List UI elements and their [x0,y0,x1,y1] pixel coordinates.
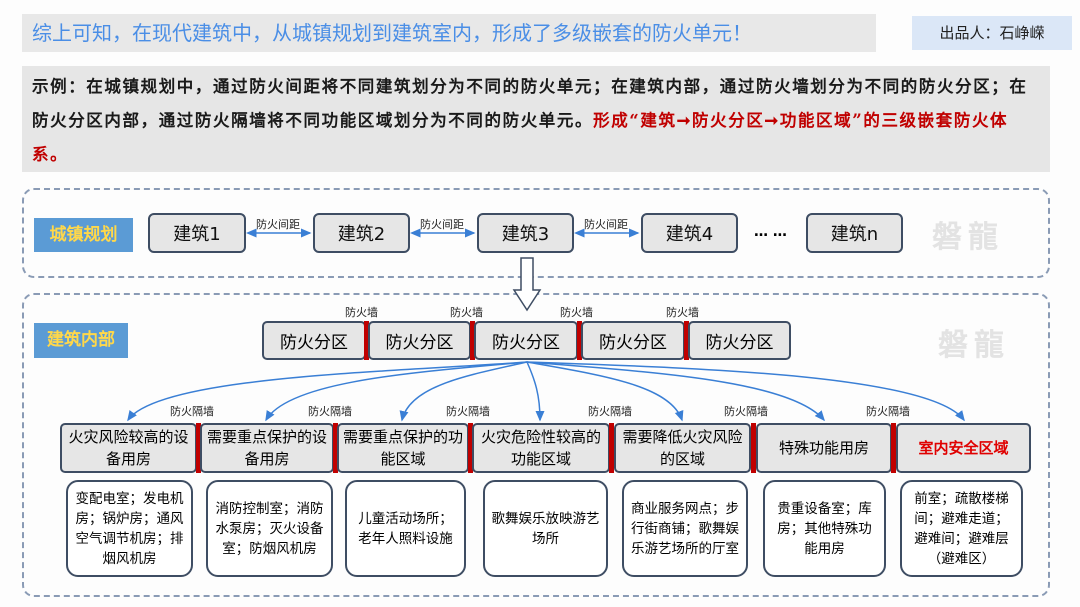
partition-separator [333,423,338,473]
spacing-label: 防火间距 [420,218,464,231]
firewall-separator [684,321,689,360]
building-node: 建筑4 [641,213,738,253]
ellipsis: … … [754,224,787,240]
function-area: 需要降低火灾风险的区域 [614,423,751,473]
function-detail: 歌舞娱乐放映游艺场所 [483,480,608,577]
firewall-separator [470,321,475,360]
partition-separator [609,423,614,473]
function-area-safe-zone: 室内安全区域 [896,423,1031,473]
partition-label: 防火隔墙 [446,405,490,418]
watermark: 磐龍 [932,220,1004,255]
function-area: 需要重点保护的设备用房 [200,423,334,473]
function-detail: 变配电室；发电机房；锅炉房；通风空气调节机房；排烟风机房 [66,480,193,577]
function-area: 火灾风险较高的设备用房 [60,423,197,473]
partition-separator [196,423,201,473]
example-highlight: 形成“建筑➞防火分区➞功能区域”的三级嵌套防火体系。 [32,111,1009,164]
partition-separator [751,423,756,473]
watermark: 磐龍 [938,328,1010,363]
function-detail: 儿童活动场所；老年人照料设施 [345,480,466,577]
fire-compartment: 防火分区 [368,321,471,360]
firewall-label: 防火墙 [666,306,699,319]
function-detail: 前室；疏散楼梯间；避难走道；避难间；避难层（避难区） [900,480,1023,577]
fire-compartment: 防火分区 [688,321,791,360]
function-detail: 贵重设备室；库房；其他特殊功能用房 [763,480,886,577]
partition-label: 防火隔墙 [588,405,632,418]
spacing-label: 防火间距 [256,218,300,231]
firewall-separator [364,321,369,360]
function-detail: 商业服务网点；步行街商铺；歌舞娱乐游艺场所的厅室 [622,480,748,577]
partition-separator [468,423,473,473]
example-box: 示例：在城镇规划中，通过防火间距将不同建筑划分为不同的防火单元；在建筑内部，通过… [22,66,1050,172]
down-arrow-icon [512,257,542,312]
firewall-label: 防火墙 [560,306,593,319]
building-node: 建筑n [806,213,903,253]
author-badge: 出品人：石峥嵘 [912,16,1072,50]
spacing-label: 防火间距 [584,218,628,231]
partition-label: 防火隔墙 [170,405,214,418]
function-area: 需要重点保护的功能区域 [337,423,469,473]
fire-compartment: 防火分区 [262,321,366,360]
firewall-label: 防火墙 [345,306,378,319]
slide-title: 综上可知，在现代建筑中，从城镇规划到建筑室内，形成了多级嵌套的防火单元！ [22,14,876,52]
example-text: 示例：在城镇规划中，通过防火间距将不同建筑划分为不同的防火单元；在建筑内部，通过… [32,77,1028,130]
building-interior-label: 建筑内部 [34,323,128,358]
function-area: 火灾危险性较高的功能区域 [472,423,610,473]
fire-compartment: 防火分区 [474,321,578,360]
partition-separator [891,423,896,473]
fire-compartment: 防火分区 [581,321,685,360]
partition-label: 防火隔墙 [724,405,768,418]
firewall-separator [577,321,582,360]
partition-label: 防火隔墙 [866,405,910,418]
partition-label: 防火隔墙 [308,405,352,418]
building-node: 建筑3 [477,213,574,253]
building-node: 建筑2 [313,213,410,253]
urban-planning-panel [22,188,1050,278]
function-detail: 消防控制室；消防水泵房；灭火设备室；防烟风机房 [206,480,333,577]
function-area: 特殊功能用房 [756,423,892,473]
building-node: 建筑1 [148,213,246,253]
urban-planning-label: 城镇规划 [34,218,133,252]
firewall-label: 防火墙 [450,306,483,319]
